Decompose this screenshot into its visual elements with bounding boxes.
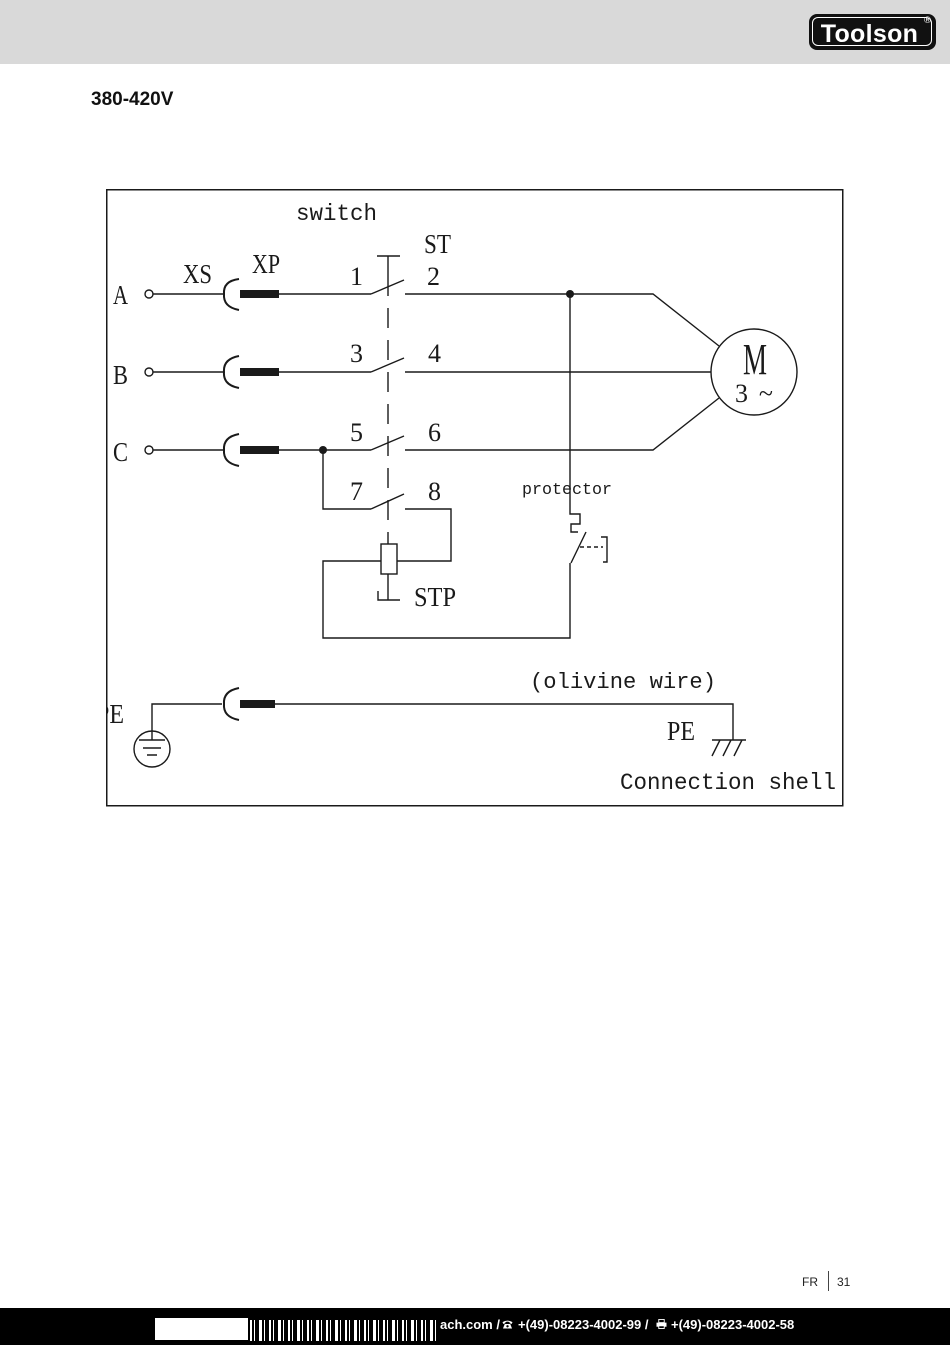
logo-text: Toolson bbox=[820, 20, 919, 48]
terminal-a bbox=[144, 289, 154, 299]
wire-aux-out bbox=[397, 508, 452, 562]
phase-b-label: B bbox=[113, 360, 128, 390]
page-number: 31 bbox=[837, 1275, 851, 1289]
fax-icon-paper bbox=[658, 1319, 665, 1324]
motor-symbol bbox=[710, 328, 798, 416]
switch-id-label: ST bbox=[424, 229, 451, 259]
motor-label: M bbox=[743, 335, 767, 384]
socket-label: XS bbox=[183, 259, 212, 289]
olivine-wire-label: (olivine wire) bbox=[530, 670, 716, 695]
contact-6-label: 6 bbox=[428, 418, 441, 447]
diagram-frame bbox=[106, 189, 844, 807]
page-header: Toolson ® bbox=[0, 0, 950, 64]
obscured-contact-strip bbox=[250, 1320, 440, 1341]
wiring-diagram: switch ST XS XP A B C 1 2 3 4 5 6 7 8 ST… bbox=[106, 189, 844, 807]
contact-8-label: 8 bbox=[428, 477, 441, 506]
section-title: 380-420V bbox=[91, 89, 174, 110]
terminal-c bbox=[144, 445, 154, 455]
socket-c bbox=[222, 433, 240, 467]
contact-4-label: 4 bbox=[428, 339, 441, 368]
plug-c bbox=[240, 446, 279, 454]
page-footer: ach.com / +(49)-08223-4002-99 / +(49)-08… bbox=[0, 1308, 950, 1345]
plug-pe bbox=[240, 700, 275, 708]
obscured-contact-block bbox=[155, 1318, 248, 1340]
phone-icon bbox=[502, 1320, 513, 1329]
wire-c-to-motor bbox=[405, 397, 720, 451]
logo-border bbox=[812, 17, 932, 46]
pe-wire bbox=[275, 703, 734, 740]
contact-3-label: 3 bbox=[350, 339, 363, 368]
wire-aux-in bbox=[322, 450, 371, 510]
plug-a bbox=[240, 290, 279, 298]
control-loop-wire bbox=[322, 560, 571, 639]
page-marker-divider bbox=[828, 1271, 829, 1291]
protector-contact-blade bbox=[570, 531, 587, 564]
socket-pe bbox=[222, 687, 240, 721]
phase-a-label: A bbox=[113, 280, 128, 310]
pe-right-label: PE bbox=[667, 716, 695, 746]
socket-a bbox=[222, 278, 240, 311]
terminal-b bbox=[144, 367, 154, 377]
stp-terminal bbox=[377, 574, 400, 601]
phase-c-label: C bbox=[113, 437, 128, 467]
stp-coil bbox=[380, 543, 398, 575]
phone-icon-handset bbox=[502, 1320, 513, 1324]
footer-email-fragment: ach.com / bbox=[440, 1317, 500, 1332]
fax-icon-body bbox=[656, 1322, 667, 1327]
earth-symbol-bars bbox=[139, 739, 165, 756]
contact-2-label: 2 bbox=[427, 262, 440, 291]
protector-label: protector bbox=[522, 481, 612, 500]
fax-icon bbox=[656, 1319, 667, 1329]
contact-5-label: 5 bbox=[350, 418, 363, 447]
footer-phone: +(49)-08223-4002-99 / bbox=[518, 1317, 649, 1332]
earth-drop-wire bbox=[151, 703, 222, 740]
plug-label: XP bbox=[252, 249, 280, 279]
switch-label: switch bbox=[296, 201, 377, 227]
protector-feed-wire bbox=[569, 294, 581, 533]
phone-icon-dial bbox=[506, 1325, 509, 1328]
footer-fax: +(49)-08223-4002-58 bbox=[671, 1317, 795, 1332]
plug-b bbox=[240, 368, 279, 376]
wire-a-to-motor bbox=[405, 293, 720, 347]
earth-symbol-ring bbox=[133, 730, 171, 768]
protector-thermal-bracket bbox=[601, 536, 608, 563]
socket-b bbox=[222, 355, 240, 389]
brand-logo: Toolson ® bbox=[809, 14, 936, 50]
pe-left-label: PE bbox=[106, 699, 124, 729]
switch-actuator bbox=[377, 255, 400, 276]
contact-1-label: 1 bbox=[350, 262, 363, 291]
registered-mark: ® bbox=[923, 16, 932, 26]
page-language: FR bbox=[802, 1275, 818, 1289]
chassis-ground-symbol bbox=[711, 739, 746, 757]
fax-icon-tray bbox=[658, 1325, 665, 1329]
stp-label: STP bbox=[414, 582, 456, 612]
contact-7-label: 7 bbox=[350, 477, 363, 506]
contact-3-4-blade bbox=[370, 357, 405, 373]
connection-shell-label: Connection shell bbox=[620, 770, 836, 796]
